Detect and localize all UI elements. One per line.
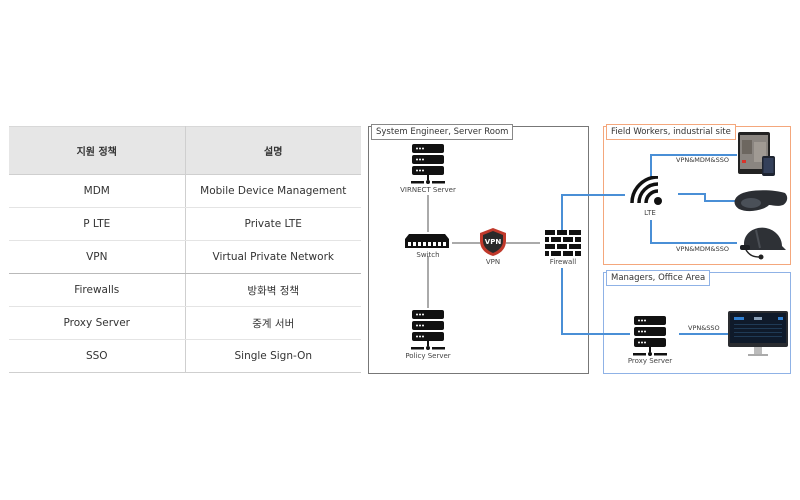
firewall-icon — [545, 230, 581, 256]
edge-label-monitor: VPN&SSO — [688, 324, 720, 332]
vpn-badge-text: VPN — [485, 238, 502, 246]
vpn-label: VPN — [485, 258, 501, 266]
office-area-title: Managers, Office Area — [606, 270, 711, 286]
vpn-shield-icon: VPN — [480, 228, 506, 256]
table-row: Firewalls 방화벽 정책 — [9, 273, 361, 307]
edge-label-tablet: VPN&MDM&SSO — [676, 156, 729, 164]
server-room-area: System Engineer, Server Room — [368, 124, 589, 374]
policy-cell: Proxy Server — [9, 306, 186, 340]
policy-server-label: Policy Server — [405, 352, 451, 360]
description-cell: Mobile Device Management — [185, 174, 361, 208]
smart-helmet-icon — [740, 227, 786, 260]
table-row: P LTE Private LTE — [9, 207, 361, 241]
table-row: MDM Mobile Device Management — [9, 174, 361, 208]
lte-label: LTE — [644, 209, 656, 217]
monitor-icon — [728, 311, 788, 356]
table-header-row: 지원 정책 설명 — [9, 126, 361, 175]
lte-signal-icon — [630, 176, 662, 205]
smart-glasses-icon — [734, 190, 788, 212]
field-workers-area: Field Workers, industrial site — [603, 124, 791, 265]
description-cell: Single Sign-On — [185, 339, 361, 373]
firewall-label: Firewall — [549, 258, 577, 266]
virnect-server-icon — [411, 144, 445, 184]
policy-cell: Firewalls — [9, 273, 186, 307]
description-cell: 방화벽 정책 — [185, 273, 361, 307]
field-area-title: Field Workers, industrial site — [606, 124, 736, 140]
virnect-server-label: VIRNECT Server — [400, 186, 456, 194]
header-policy: 지원 정책 — [9, 126, 186, 175]
description-cell: 중계 서버 — [185, 306, 361, 340]
switch-icon — [405, 234, 449, 248]
policy-cell: VPN — [9, 240, 186, 274]
policy-cell: MDM — [9, 174, 186, 208]
description-cell: Virtual Private Network — [185, 240, 361, 274]
policy-cell: P LTE — [9, 207, 186, 241]
table-row: SSO Single Sign-On — [9, 339, 361, 373]
policy-cell: SSO — [9, 339, 186, 373]
tablet-phone-icon — [738, 132, 775, 176]
proxy-server-icon — [633, 316, 667, 356]
policy-table: 지원 정책 설명 MDM Mobile Device Management P … — [9, 126, 361, 373]
description-cell: Private LTE — [185, 207, 361, 241]
switch-label: Switch — [416, 251, 440, 259]
proxy-server-label: Proxy Server — [627, 357, 673, 365]
header-description: 설명 — [185, 126, 361, 175]
table-row: VPN Virtual Private Network — [9, 240, 361, 274]
edge-label-helmet: VPN&MDM&SSO — [676, 245, 729, 253]
table-row: Proxy Server 중계 서버 — [9, 306, 361, 340]
server-room-title: System Engineer, Server Room — [371, 124, 514, 140]
policy-server-icon — [411, 310, 445, 350]
